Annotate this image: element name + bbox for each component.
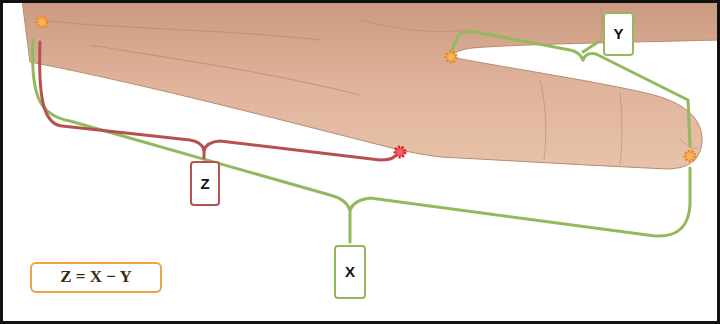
landmark-dot <box>37 17 695 161</box>
y-bracket <box>451 32 690 147</box>
landmark-dot <box>395 147 405 157</box>
bracket-arm <box>583 54 690 146</box>
bracket-arm <box>204 141 395 160</box>
label-text: Z <box>200 175 209 193</box>
bracket-stem <box>203 150 206 158</box>
knuckle-crease <box>600 5 602 42</box>
palm-crease <box>90 45 360 95</box>
knuckle-crease <box>540 80 546 160</box>
landmark-dot <box>446 52 456 62</box>
z-bracket <box>40 42 395 160</box>
bracket-arm <box>40 42 204 150</box>
formula-box: Z = X − Y <box>30 262 162 293</box>
dimension-label: Z <box>190 161 220 206</box>
bracket-stem <box>583 42 598 52</box>
label-text: Y <box>613 25 623 43</box>
label-text: Z = X − Y <box>60 267 132 287</box>
label-text: X <box>345 263 355 281</box>
hand <box>22 0 720 169</box>
bracket-arm <box>451 32 583 61</box>
knuckle-crease <box>620 92 622 165</box>
landmark-dot <box>37 17 47 27</box>
landmark-dot <box>685 151 695 161</box>
dimension-label: Y <box>603 12 634 56</box>
dimension-label: X <box>334 245 366 299</box>
palm-crease <box>360 20 470 32</box>
bracket-arm <box>33 40 350 210</box>
bracket-arm <box>350 168 690 236</box>
palm-crease <box>40 20 320 40</box>
bracket-stem <box>349 210 352 242</box>
x-bracket <box>33 40 690 242</box>
